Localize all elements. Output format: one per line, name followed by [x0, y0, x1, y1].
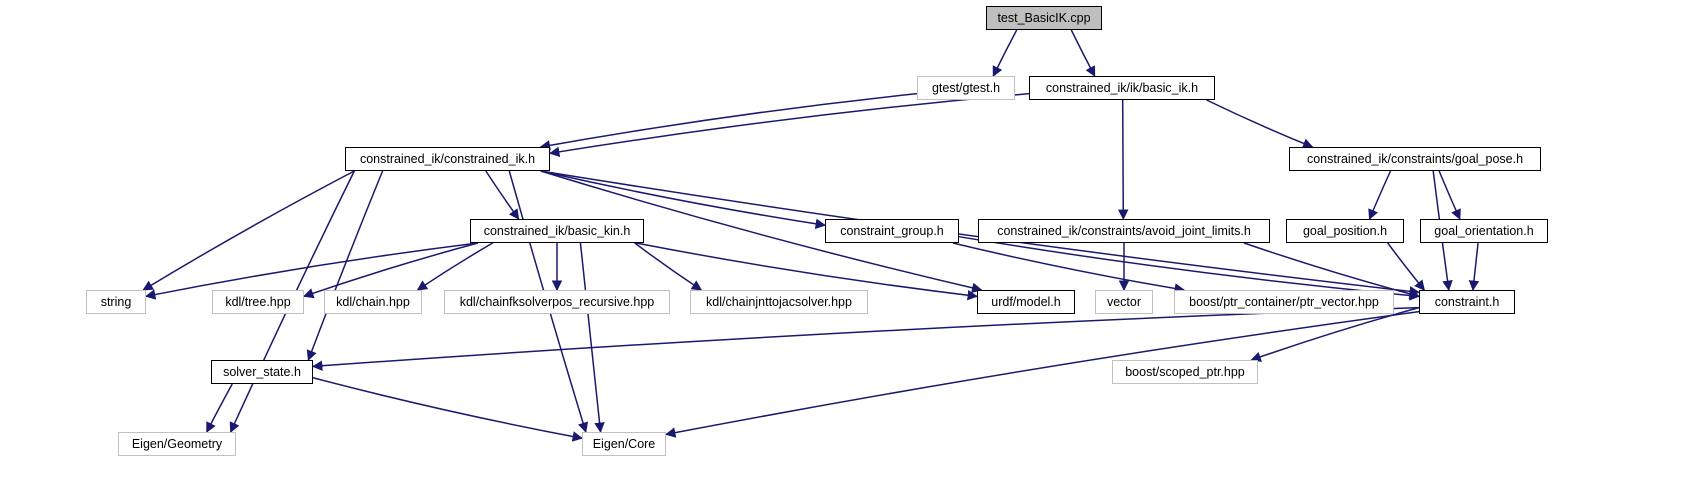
graph-node-urdf_model[interactable]: urdf/model.h — [977, 290, 1075, 314]
graph-edge-goal_pose-to-goal_orientation — [1438, 170, 1461, 220]
graph-node-constrained_ik[interactable]: constrained_ik/constrained_ik.h — [345, 147, 550, 171]
graph-edge-constraint_group-to-constraint — [958, 235, 1421, 301]
graph-node-basic_ik[interactable]: constrained_ik/ik/basic_ik.h — [1029, 76, 1215, 100]
graph-edge-constrained_ik-to-solver_state — [306, 170, 384, 361]
graph-edge-basic_kin-to-kdl_jac — [634, 242, 703, 291]
graph-edge-constraint-to-solver_state — [311, 306, 1420, 371]
graph-edge-basic_ik-to-constrained_ik — [548, 92, 1030, 158]
graph-node-kdl_jac[interactable]: kdl/chainjnttojacsolver.hpp — [690, 290, 868, 314]
graph-node-basic_kin[interactable]: constrained_ik/basic_kin.h — [470, 219, 644, 243]
graph-edge-goal_position-to-constraint — [1387, 242, 1425, 291]
graph-node-vector[interactable]: vector — [1095, 290, 1153, 314]
graph-edge-constraint-to-eigen_core — [664, 310, 1420, 438]
graph-edge-test_basicik-to-basic_ik — [1070, 29, 1096, 77]
graph-edge-constrained_ik-to-string — [142, 170, 355, 291]
graph-node-scoped_ptr[interactable]: boost/scoped_ptr.hpp — [1112, 360, 1258, 384]
graph-node-solver_state[interactable]: solver_state.h — [211, 360, 313, 384]
graph-edge-solver_state-to-eigen_core — [312, 377, 584, 442]
graph-node-ptr_vector[interactable]: boost/ptr_container/ptr_vector.hpp — [1174, 290, 1394, 314]
graph-node-kdl_tree[interactable]: kdl/tree.hpp — [212, 290, 304, 314]
graph-edge-goal_orientation-to-constraint — [1468, 242, 1480, 292]
graph-edge-basic_ik-to-goal_pose — [1206, 99, 1314, 149]
graph-edge-basic_kin-to-kdl_chain — [416, 242, 493, 291]
graph-node-kdl_chain[interactable]: kdl/chain.hpp — [324, 290, 422, 314]
graph-edge-basic_kin-to-kdl_tree — [303, 242, 479, 299]
graph-edge-avoid_joint_limits-to-constraint — [1243, 242, 1421, 299]
graph-edge-solver_state-to-eigen_geometry — [206, 383, 233, 433]
graph-node-goal_position[interactable]: goal_position.h — [1286, 219, 1404, 243]
graph-edge-constrained_ik-to-constraint_group — [540, 170, 827, 229]
graph-node-kdl_fk[interactable]: kdl/chainfksolverpos_recursive.hpp — [444, 290, 670, 314]
graph-node-gtest[interactable]: gtest/gtest.h — [917, 76, 1015, 100]
graph-node-avoid_joint_limits[interactable]: constrained_ik/constraints/avoid_joint_l… — [978, 219, 1270, 243]
graph-edge-goal_pose-to-goal_position — [1368, 170, 1392, 220]
graph-edge-basic_kin-to-eigen_core — [579, 242, 605, 434]
graph-edge-constraint-to-scoped_ptr — [1250, 306, 1420, 362]
graph-edge-basic_kin-to-urdf_model — [635, 242, 979, 301]
graph-edge-basic_kin-to-string — [144, 242, 479, 300]
graph-edge-constrained_ik-to-basic_kin — [485, 170, 520, 220]
graph-edge-basic_ik-to-avoid_joint_limits — [1118, 99, 1129, 221]
graph-node-goal_pose[interactable]: constrained_ik/constraints/goal_pose.h — [1289, 147, 1541, 171]
graph-edge-constraint_group-to-ptr_vector — [952, 242, 1186, 294]
graph-node-string[interactable]: string — [86, 290, 146, 314]
graph-node-eigen_core[interactable]: Eigen/Core — [582, 432, 666, 456]
graph-node-constraint_group[interactable]: constraint_group.h — [825, 219, 959, 243]
graph-edge-gtest-to-constrained_ik — [539, 92, 918, 151]
graph-node-test_basicik[interactable]: test_BasicIK.cpp — [986, 6, 1102, 30]
graph-node-eigen_geometry[interactable]: Eigen/Geometry — [118, 432, 236, 456]
graph-node-constraint[interactable]: constraint.h — [1419, 290, 1515, 314]
graph-edge-test_basicik-to-gtest — [992, 29, 1018, 77]
graph-node-goal_orientation[interactable]: goal_orientation.h — [1420, 219, 1548, 243]
